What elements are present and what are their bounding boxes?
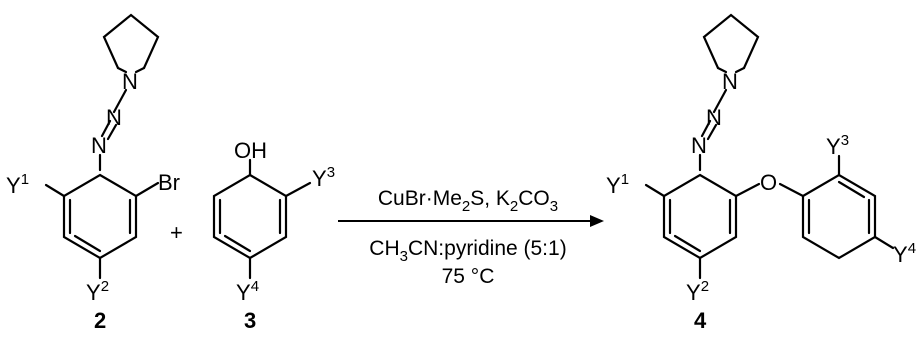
n2-atom-label: N <box>106 105 122 130</box>
o-c-bond <box>778 182 805 198</box>
pyrrolidine-ring-bonds <box>702 13 760 70</box>
c-y4-bond <box>873 235 895 250</box>
triazene-double-bond <box>106 123 118 141</box>
temperature-text: 75 °C <box>442 265 495 288</box>
y4-label: Y4 <box>236 278 259 305</box>
compound-number-3: 3 <box>244 308 256 333</box>
aromatic-double-bond <box>223 234 252 253</box>
n1-atom-label: N <box>122 69 138 94</box>
y3-label: Y3 <box>826 132 849 159</box>
n1-atom-label: N <box>722 69 738 94</box>
n3-atom-label: N <box>691 133 707 158</box>
ring-to-n-bond <box>716 66 728 74</box>
c-o-bond <box>734 182 761 198</box>
solvent-text: CH3CN:pyridine (5:1) <box>369 237 566 265</box>
benzene-ring <box>62 173 138 260</box>
y4-label: Y4 <box>893 240 916 267</box>
br-atom-label: Br <box>158 170 180 195</box>
ring-to-n-bond <box>134 66 146 74</box>
aromatic-double-bond <box>673 234 702 253</box>
phenol-ring <box>212 173 288 260</box>
c-br-bond <box>134 181 160 198</box>
y1-label: Y1 <box>606 171 629 198</box>
o-atom-label: O <box>760 170 777 195</box>
y2-label: Y2 <box>686 278 709 305</box>
reagents-text: CuBr·Me2S, K2CO3 <box>378 187 558 215</box>
triazene-double-bond <box>100 119 112 138</box>
pyrrolidine-ring-bonds <box>102 13 160 70</box>
compound-number-4: 4 <box>694 308 707 333</box>
triazene-double-bond <box>706 123 718 141</box>
y1-label: Y1 <box>6 171 29 198</box>
benzene-ring-right <box>801 173 877 260</box>
plus-sign: + <box>170 220 183 245</box>
ring-to-n-bond <box>116 66 128 74</box>
n3-atom-label: N <box>91 133 107 158</box>
y3-label: Y3 <box>312 164 335 191</box>
triazene-single-bond <box>712 88 728 114</box>
oh-label: OH <box>234 138 267 163</box>
ring-to-n-bond <box>734 66 746 74</box>
c-y1-bond <box>644 183 666 198</box>
y2-label: Y2 <box>86 278 109 305</box>
reaction-arrowhead <box>590 215 604 227</box>
c-y3-bond <box>284 181 312 198</box>
aromatic-double-bond <box>73 234 102 253</box>
compound-2-structure <box>44 13 160 280</box>
triazene-double-bond <box>700 119 712 138</box>
n2-atom-label: N <box>706 105 722 130</box>
compound-3-structure <box>212 158 312 280</box>
aromatic-double-bond <box>837 180 866 199</box>
compound-4-structure <box>644 13 895 280</box>
compound-number-2: 2 <box>94 308 106 333</box>
c-y1-bond <box>44 183 66 198</box>
benzene-ring-left <box>662 173 738 260</box>
triazene-single-bond <box>112 88 128 114</box>
